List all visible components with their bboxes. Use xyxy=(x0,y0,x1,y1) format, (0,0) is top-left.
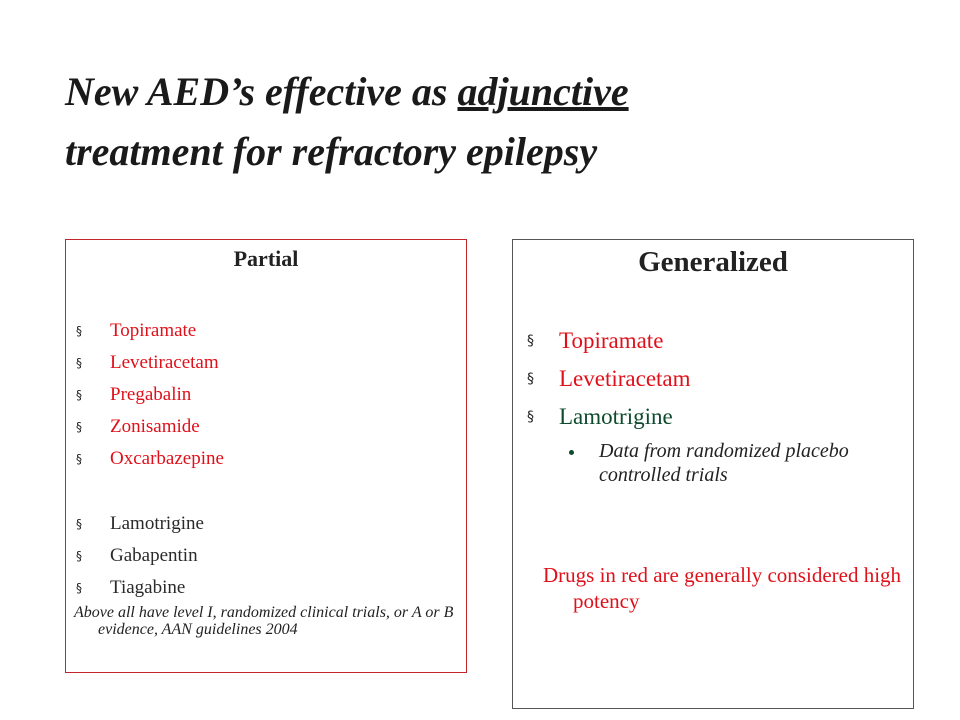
partial-heading: Partial xyxy=(233,246,299,271)
partial-footnote: Above all have level I, randomized clini… xyxy=(74,604,454,638)
list-item: §Tiagabine xyxy=(66,572,466,604)
bullet-icon: § xyxy=(76,356,82,370)
list-item: §Lamotrigine xyxy=(513,398,913,436)
generalized-panel: Generalized §Topiramate §Levetiracetam §… xyxy=(512,239,914,709)
title-line2: treatment for refractory epilepsy xyxy=(65,129,598,174)
generalized-heading: Generalized xyxy=(638,246,788,278)
bullet-icon: § xyxy=(527,333,534,349)
dot-bullet-icon xyxy=(569,450,574,455)
slide-title: New AED’s effective as adjunctive treatm… xyxy=(65,62,925,182)
partial-other-list: §Lamotrigine §Gabapentin §Tiagabine xyxy=(66,508,466,604)
partial-high-potency-list: §Topiramate §Levetiracetam §Pregabalin §… xyxy=(66,315,466,475)
title-underlined-word: adjunctive xyxy=(457,69,629,114)
list-item: §Pregabalin xyxy=(66,379,466,411)
list-item: §Gabapentin xyxy=(66,540,466,572)
bullet-icon: § xyxy=(527,371,534,387)
list-item: §Levetiracetam xyxy=(66,347,466,379)
title-part1: New AED xyxy=(65,69,230,114)
bullet-icon: § xyxy=(76,324,82,338)
list-item: §Zonisamide xyxy=(66,411,466,443)
bullet-icon: § xyxy=(76,388,82,402)
bullet-icon: § xyxy=(76,420,82,434)
partial-panel: Partial §Topiramate §Levetiracetam §Preg… xyxy=(65,239,467,673)
bullet-icon: § xyxy=(76,452,82,466)
list-item: §Oxcarbazepine xyxy=(66,443,466,475)
list-item: §Topiramate xyxy=(513,322,913,360)
bullet-icon: § xyxy=(527,409,534,425)
bullet-icon: § xyxy=(76,581,82,595)
bullet-icon: § xyxy=(76,549,82,563)
high-potency-note: Drugs in red are generally considered hi… xyxy=(543,563,902,613)
generalized-sub-item: Data from randomized placebo controlled … xyxy=(569,439,899,487)
generalized-list: §Topiramate §Levetiracetam §Lamotrigine xyxy=(513,322,913,436)
list-item: §Topiramate xyxy=(66,315,466,347)
title-apostrophe: ’ xyxy=(229,69,240,114)
bullet-icon: § xyxy=(76,517,82,531)
list-item: §Lamotrigine xyxy=(66,508,466,540)
title-part2: s effective as xyxy=(239,69,458,114)
list-item: §Levetiracetam xyxy=(513,360,913,398)
